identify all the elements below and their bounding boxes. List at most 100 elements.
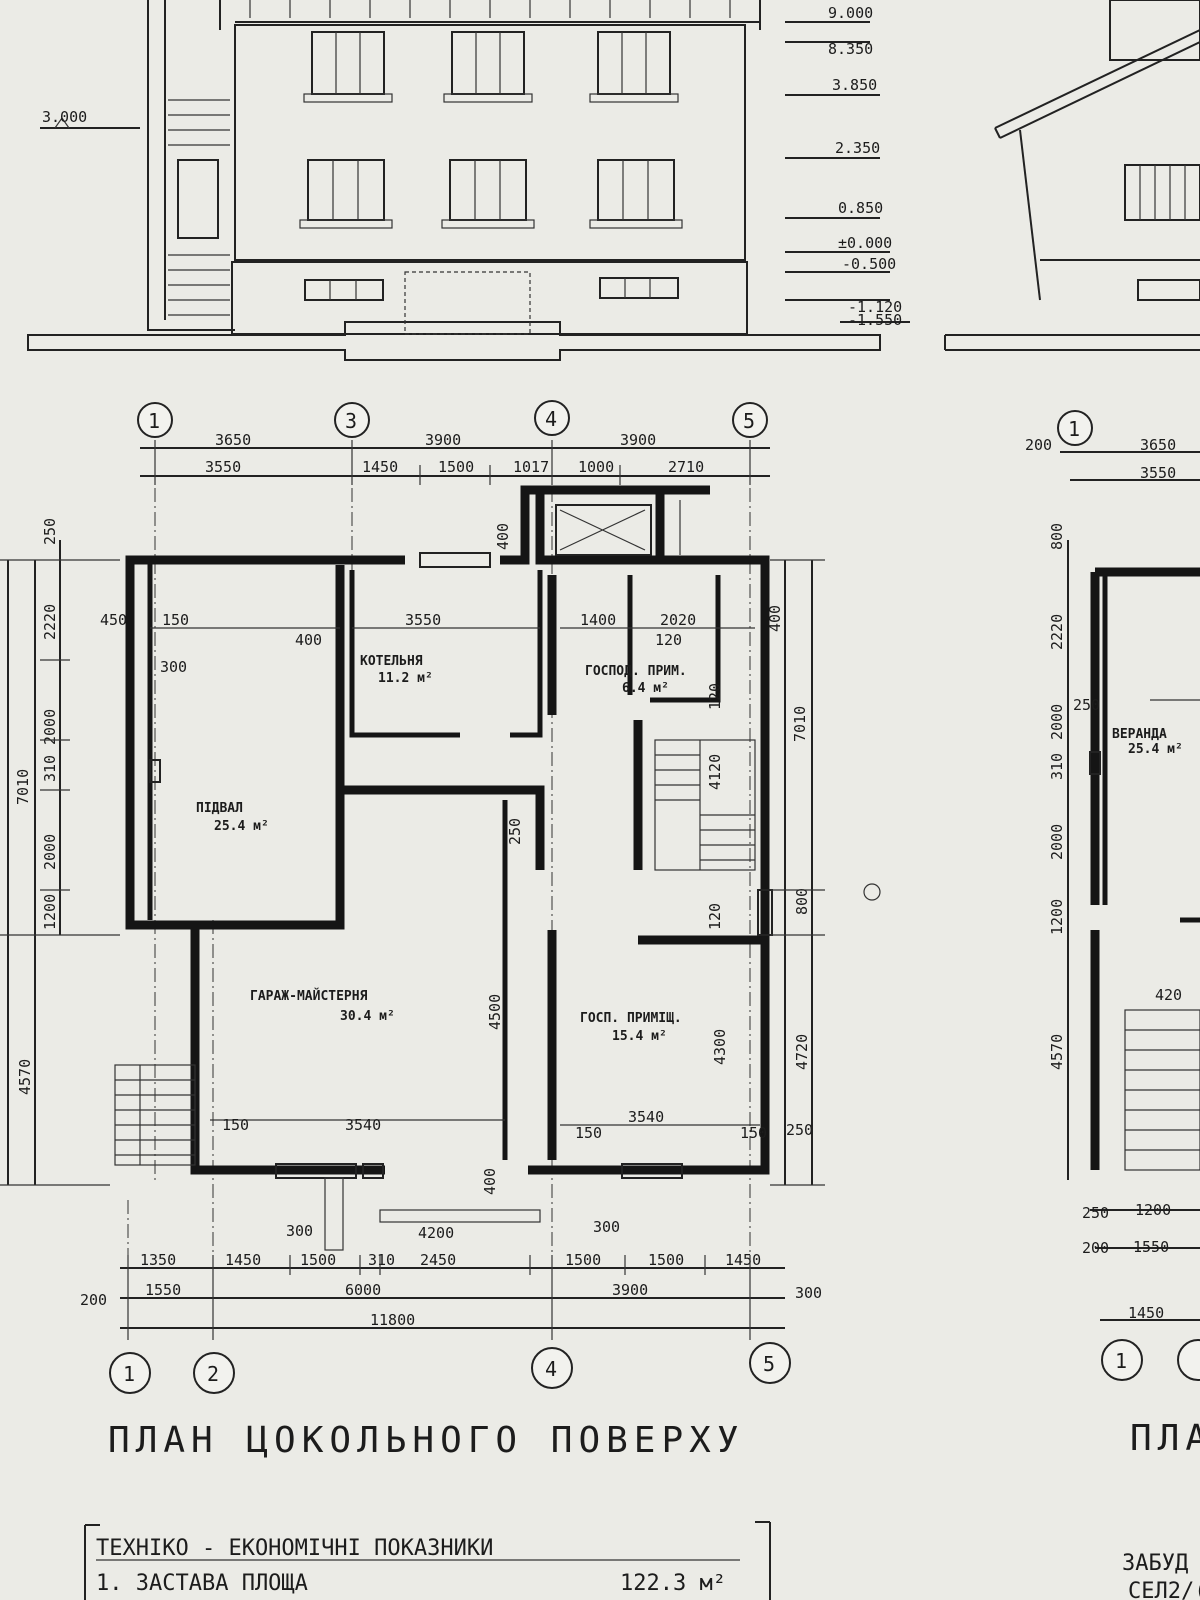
dim-label: 3650 <box>215 431 251 449</box>
axis-marker-label: 4 <box>545 1357 557 1381</box>
front-elevation: 3.000 9.000 8.350 3.850 2.350 0.850 ±0.0… <box>27 0 910 361</box>
dim-label: 6000 <box>345 1281 381 1299</box>
room-area-basement: 25.4 м² <box>214 819 269 834</box>
dim-label: 11800 <box>370 1311 415 1329</box>
dim-label: 3550 <box>205 458 241 476</box>
dim-label: 4120 <box>706 754 724 790</box>
dim-label: 300 <box>795 1284 822 1302</box>
axis-marker <box>334 402 370 438</box>
left-level-text: 3.000 <box>42 108 87 126</box>
dim-label: 7010 <box>791 706 809 742</box>
dim-label: 250 <box>41 518 59 545</box>
axis-marker <box>1101 1339 1143 1381</box>
porch-post <box>324 1177 344 1251</box>
axis-marker-label: 2 <box>207 1362 219 1386</box>
dim-label: 7010 <box>14 769 32 805</box>
dim-label: 310 <box>1048 753 1066 780</box>
dim-label: 4570 <box>16 1059 34 1095</box>
room-area-boiler: 11.2 м² <box>378 671 433 686</box>
basement-windows <box>304 271 679 335</box>
dim-label: 150 <box>575 1124 602 1142</box>
inner-dimensions: 150 400 450 300 3550 1400 2020 120 120 1… <box>100 523 767 1195</box>
axis-marker <box>1057 410 1093 446</box>
dim-label: 2220 <box>41 604 59 640</box>
exterior-stair <box>114 1064 196 1166</box>
dim-label: 120 <box>706 683 724 710</box>
right-footer-text: СЕЛ2/( <box>1128 1579 1200 1600</box>
level-mark: 8.350 <box>828 40 873 58</box>
dim-label: 120 <box>655 631 682 649</box>
dim-label: 250 <box>786 1121 813 1139</box>
dim-label: 1000 <box>578 458 614 476</box>
dim-label: 3900 <box>612 1281 648 1299</box>
dim-label: 150 <box>740 1124 767 1142</box>
room-area-veranda: 25.4 м² <box>1128 742 1183 757</box>
dim-label: 1200 <box>1135 1201 1171 1219</box>
axis-marker <box>193 1352 235 1394</box>
level-mark: -1.550 <box>848 311 902 329</box>
axis-marker <box>749 1342 791 1384</box>
dim-label: 450 <box>100 611 127 629</box>
right-plan-title: ПЛА <box>1130 1418 1200 1459</box>
dim-label: 1500 <box>648 1251 684 1269</box>
axis-marker-label: 5 <box>763 1352 775 1376</box>
roof-band <box>235 0 760 23</box>
axis-marker-label: 1 <box>148 409 160 433</box>
table-heading: ТЕХНІКО - ЕКОНОМІЧНІ ПОКАЗНИКИ <box>96 1536 493 1561</box>
dim-label: 400 <box>481 1168 499 1195</box>
dim-label: 800 <box>793 888 811 915</box>
right-plan: 1 200 3650 3550 800 2220 2000 310 2000 1… <box>1025 410 1200 1459</box>
axis-marker <box>137 402 173 438</box>
room-name-basement: ПІДВАЛ <box>196 801 243 816</box>
room-area-utility: 6.4 м² <box>622 681 669 696</box>
level-mark: 9.000 <box>828 4 873 22</box>
dim-label: 1200 <box>1048 899 1066 935</box>
dim-label: 1450 <box>225 1251 261 1269</box>
dim-label: 2000 <box>41 834 59 870</box>
dim-label: 300 <box>593 1218 620 1236</box>
right-footer-text: ЗАБУД <box>1122 1551 1188 1576</box>
dim-label: 2450 <box>420 1251 456 1269</box>
level-mark: 0.850 <box>838 199 883 217</box>
dim-label: 1450 <box>725 1251 761 1269</box>
dim-label: 200 <box>80 1291 107 1309</box>
upper-windows <box>303 31 679 103</box>
dim-label: 200 <box>1025 436 1052 454</box>
tech-economic-table: ТЕХНІКО - ЕКОНОМІЧНІ ПОКАЗНИКИ 1. ЗАСТАВ… <box>84 1521 1200 1600</box>
axis-marker-label: 4 <box>545 407 557 431</box>
dim-label: 400 <box>494 523 512 550</box>
room-name-boiler: КОТЕЛЬНЯ <box>360 654 423 669</box>
axis-marker <box>732 402 768 438</box>
room-area-storage: 15.4 м² <box>612 1029 667 1044</box>
dim-label: 1200 <box>41 894 59 930</box>
left-level-mark: 3.000 <box>40 108 140 129</box>
room-name-garage: ГАРАЖ-МАЙСТЕРНЯ <box>250 988 368 1004</box>
dim-label: 3540 <box>628 1108 664 1126</box>
room-area-garage: 30.4 м² <box>340 1009 395 1024</box>
dim-label: 1500 <box>300 1251 336 1269</box>
level-mark: -0.500 <box>842 255 896 273</box>
dim-label: 310 <box>41 755 59 782</box>
dim-label: 4300 <box>711 1029 729 1065</box>
axis-marker-label: 5 <box>743 409 755 433</box>
dim-label: 2000 <box>1048 824 1066 860</box>
table-row-label: 1. ЗАСТАВА ПЛОЩА <box>96 1571 308 1596</box>
walls <box>125 485 770 1175</box>
dim-label: 1500 <box>438 458 474 476</box>
dim-label: 4720 <box>793 1034 811 1070</box>
dim-label: 1350 <box>140 1251 176 1269</box>
dim-label: 3550 <box>405 611 441 629</box>
dim-label: 200 <box>1082 1239 1109 1257</box>
level-mark: -1.120 <box>848 298 902 316</box>
dim-label: 3550 <box>1140 464 1176 482</box>
dim-label: 3900 <box>425 431 461 449</box>
axis-marker-label: 1 <box>123 1362 135 1386</box>
top-dimensions: 3650 3900 3900 3550 1450 1500 1017 1000 … <box>140 431 770 485</box>
reference-mark <box>863 883 881 901</box>
dim-label: 150 <box>222 1116 249 1134</box>
dim-label: 1450 <box>362 458 398 476</box>
dim-label: 2000 <box>41 709 59 745</box>
dim-label: 310 <box>368 1251 395 1269</box>
dim-label: 300 <box>160 658 187 676</box>
table-row-value: 122.3 м² <box>620 1571 726 1596</box>
